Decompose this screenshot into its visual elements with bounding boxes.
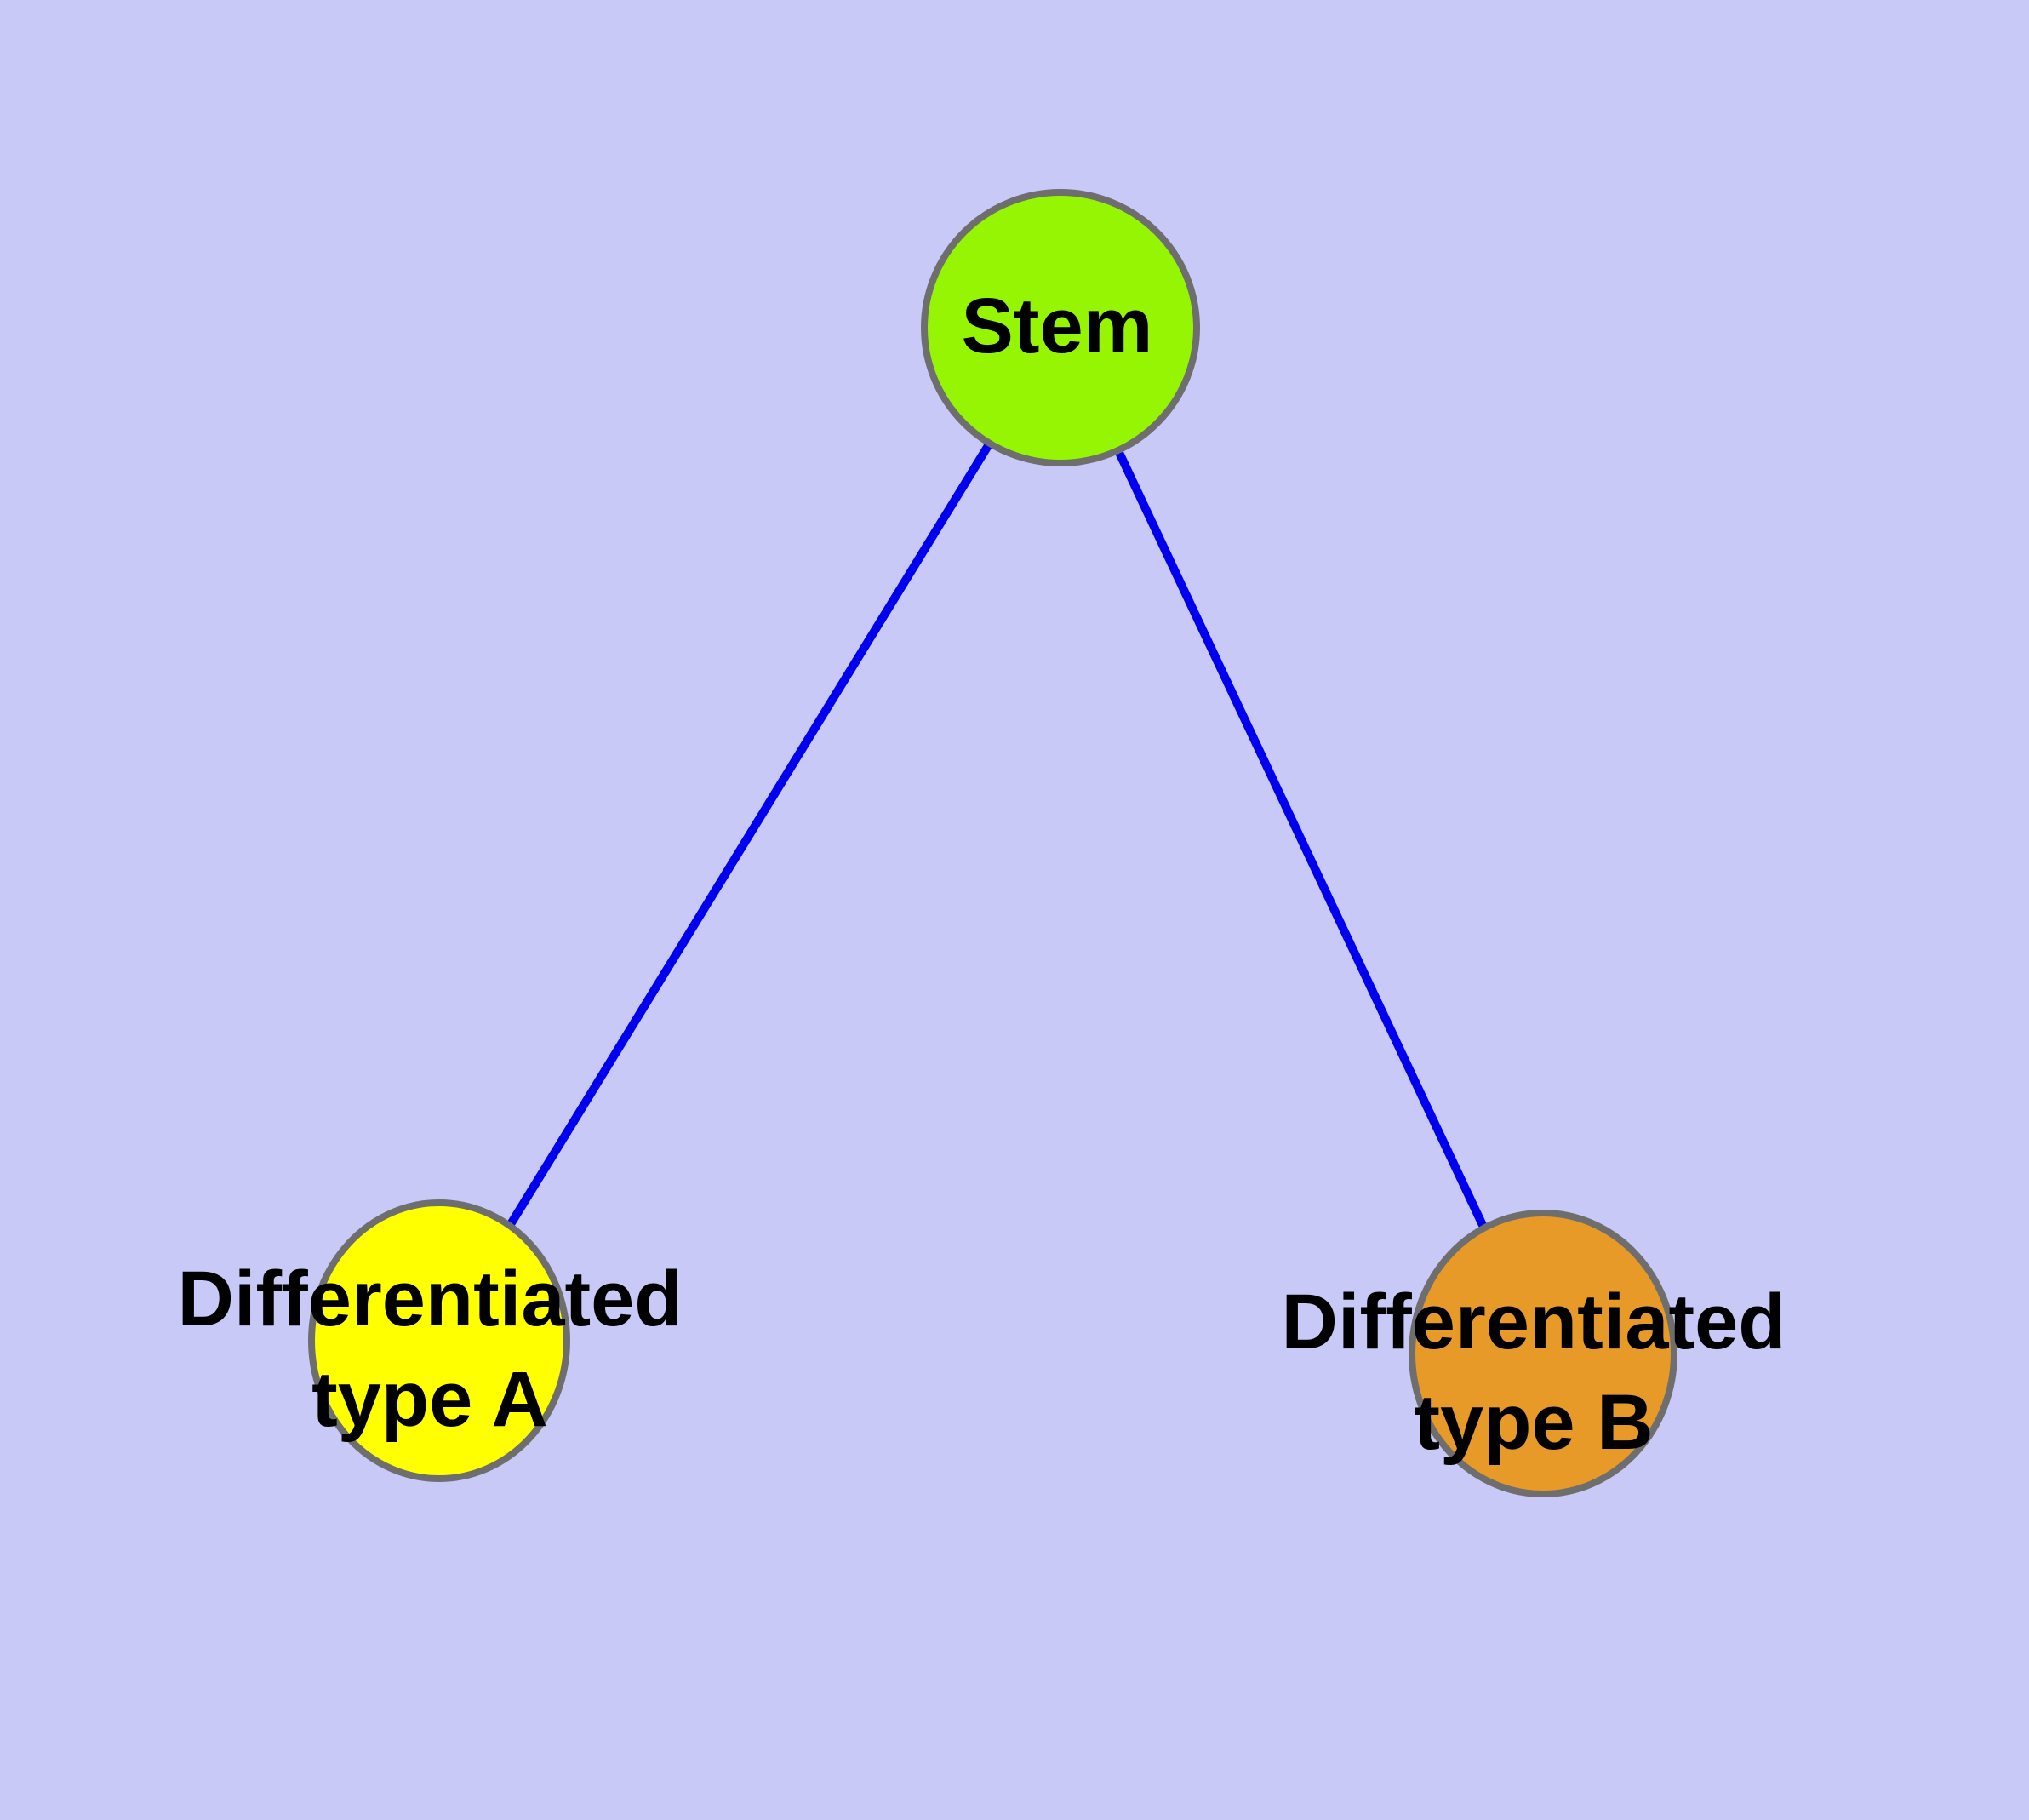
node-label-stem: Stem bbox=[961, 283, 1153, 369]
edge-stem-to-type-a bbox=[435, 325, 1065, 1343]
node-stem bbox=[921, 189, 1200, 466]
node-type-b bbox=[1409, 1210, 1677, 1497]
node-label-type-b: Differentiated type B bbox=[1281, 1279, 1786, 1466]
edge-stem-to-type-b bbox=[1056, 325, 1547, 1356]
node-type-a bbox=[308, 1199, 570, 1482]
node-label-type-a: Differentiated type A bbox=[177, 1256, 683, 1443]
